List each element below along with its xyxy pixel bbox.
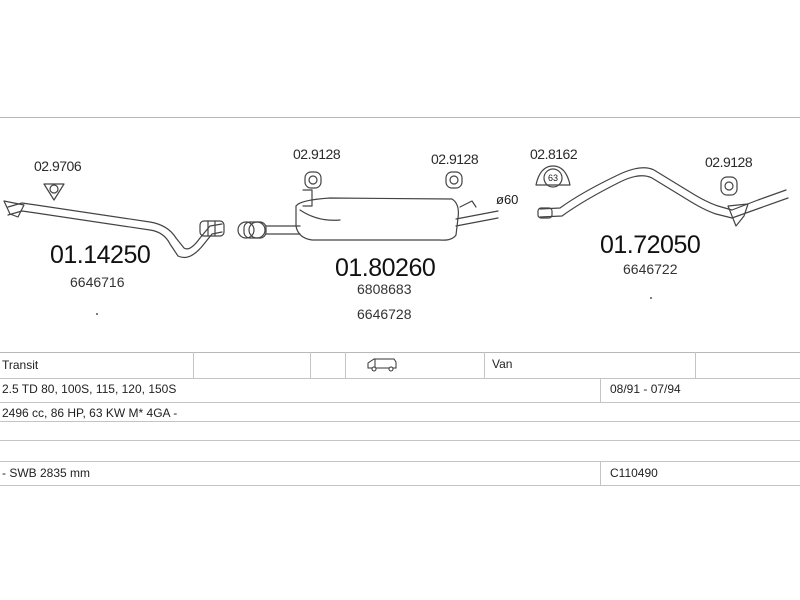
front-pipe-drawing	[3, 200, 225, 259]
production-period: 08/91 - 07/94	[610, 382, 681, 396]
table-row-divider	[0, 421, 800, 422]
van-icon	[367, 358, 397, 372]
accessory-ref-hanger: 02.9128	[431, 151, 479, 167]
accessory-ref-hanger: 02.9128	[293, 146, 341, 162]
accessory-ref-flange: 02.9706	[34, 158, 82, 174]
table-column-divider	[310, 352, 311, 378]
engine-specs: 2496 cc, 86 HP, 63 KW M* 4GA -	[2, 406, 178, 420]
table-column-divider	[695, 352, 696, 378]
table-column-divider	[484, 352, 485, 378]
table-column-divider	[345, 352, 346, 378]
wheelbase: - SWB 2835 mm	[2, 466, 91, 480]
part-number: 01.80260	[335, 254, 436, 282]
vehicle-code: C110490	[610, 466, 658, 480]
part-number: 01.14250	[50, 241, 151, 269]
marker-dot	[650, 297, 652, 299]
body-type: Van	[492, 357, 513, 371]
diagram-top-border	[0, 117, 800, 118]
vehicle-model: Transit	[2, 358, 39, 372]
table-row-divider	[0, 402, 800, 403]
oem-number: 6808683	[357, 281, 412, 297]
oem-number: 6646716	[70, 274, 125, 290]
marker-dot	[96, 313, 98, 315]
clamp-diameter-badge: 63	[548, 173, 559, 183]
engine-variants: 2.5 TD 80, 100S, 115, 120, 150S	[2, 382, 177, 396]
table-column-divider	[600, 378, 601, 402]
table-column-divider	[193, 352, 194, 378]
flange-gasket-drawing	[43, 183, 65, 201]
pipe-clamp-drawing	[535, 165, 571, 188]
table-bottom-border	[0, 485, 800, 486]
rubber-hanger-drawing	[304, 171, 738, 196]
oem-number: 6646722	[623, 261, 678, 277]
part-number: 01.72050	[600, 231, 701, 259]
tail-pipe-drawing	[537, 167, 789, 227]
table-row-divider	[0, 440, 800, 441]
middle-silencer-drawing	[237, 189, 499, 241]
table-column-divider	[600, 461, 601, 485]
accessory-ref-hanger: 02.9128	[705, 154, 753, 170]
table-row-divider	[0, 378, 800, 379]
exhaust-system-diagram	[3, 165, 789, 259]
pipe-diameter-label: ø60	[496, 192, 519, 207]
oem-number: 6646728	[357, 306, 412, 322]
table-top-border	[0, 352, 800, 353]
table-row-divider	[0, 461, 800, 462]
accessory-ref-clamp: 02.8162	[530, 146, 578, 162]
